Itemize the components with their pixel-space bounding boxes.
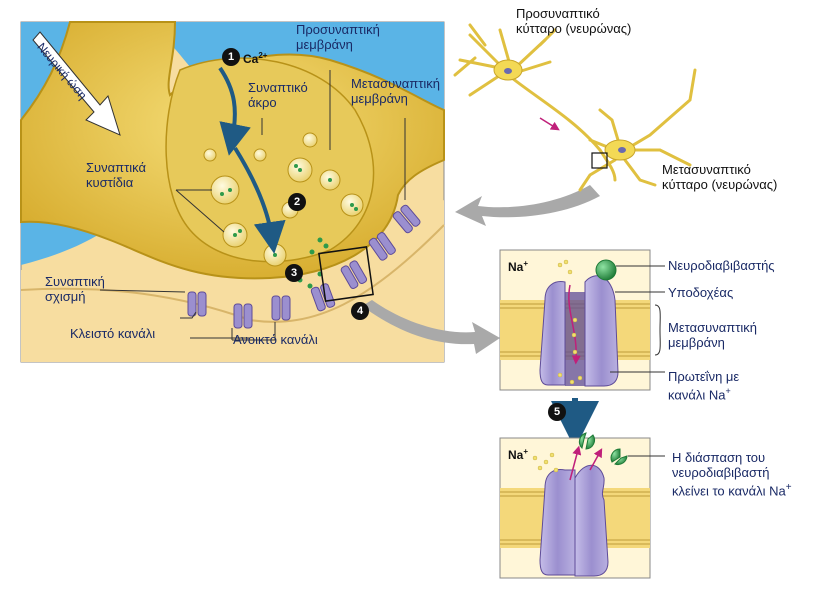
- membrane-label: Μετασυναπτική μεμβράνη: [668, 320, 757, 350]
- na-label-closed: Na+: [508, 447, 529, 462]
- vesicles: [203, 132, 364, 289]
- postsynaptic-cell-label: Μετασυναπτικό κύτταρο (νευρώνας): [662, 162, 778, 192]
- step-4-badge: 4: [351, 302, 369, 320]
- step-1-badge: 1: [222, 48, 240, 66]
- neurotransmitter-label: Νευροδιαβιβαστής: [668, 258, 775, 273]
- zoom-arrow-bottom: [362, 300, 500, 354]
- open-channel-label: Ανοικτό κανάλι: [233, 332, 318, 347]
- zoom-arrow-top: [455, 185, 600, 226]
- na-label-open: Na+: [508, 259, 529, 274]
- presynaptic-cell-label: Προσυναπτικό κύτταρο (νευρώνας): [516, 6, 632, 36]
- step-3-badge: 3: [285, 264, 303, 282]
- channels: [187, 204, 421, 329]
- step-2-badge: 2: [288, 193, 306, 211]
- closed-channel-panel: [499, 432, 665, 579]
- synaptic-terminal-label: Συναπτικό άκρο: [248, 80, 308, 110]
- closed-channel-label: Κλειστό κανάλι: [70, 326, 156, 341]
- synapse-panel: [20, 21, 445, 363]
- presynaptic-membrane-label: Προσυναπτική μεμβράνη: [296, 22, 380, 52]
- breakdown-caption: Η διάσπαση του νευροδιαβιβαστή κλείνει τ…: [672, 450, 792, 499]
- postsynaptic-membrane-label: Μετασυναπτική μεμβράνη: [351, 76, 440, 106]
- receptor-label: Υποδοχέας: [668, 285, 734, 300]
- ca-label: Ca2+: [243, 51, 268, 66]
- vesicles-label: Συναπτικά κυστίδια: [86, 160, 147, 190]
- protein-label: Πρωτεΐνη με κανάλι Na+: [668, 369, 740, 403]
- step-5-badge: 5: [548, 403, 566, 421]
- neuron-illustration: [453, 23, 697, 192]
- cleft-label: Συναπτική σχισμή: [45, 274, 105, 304]
- open-channel-panel: [499, 249, 665, 391]
